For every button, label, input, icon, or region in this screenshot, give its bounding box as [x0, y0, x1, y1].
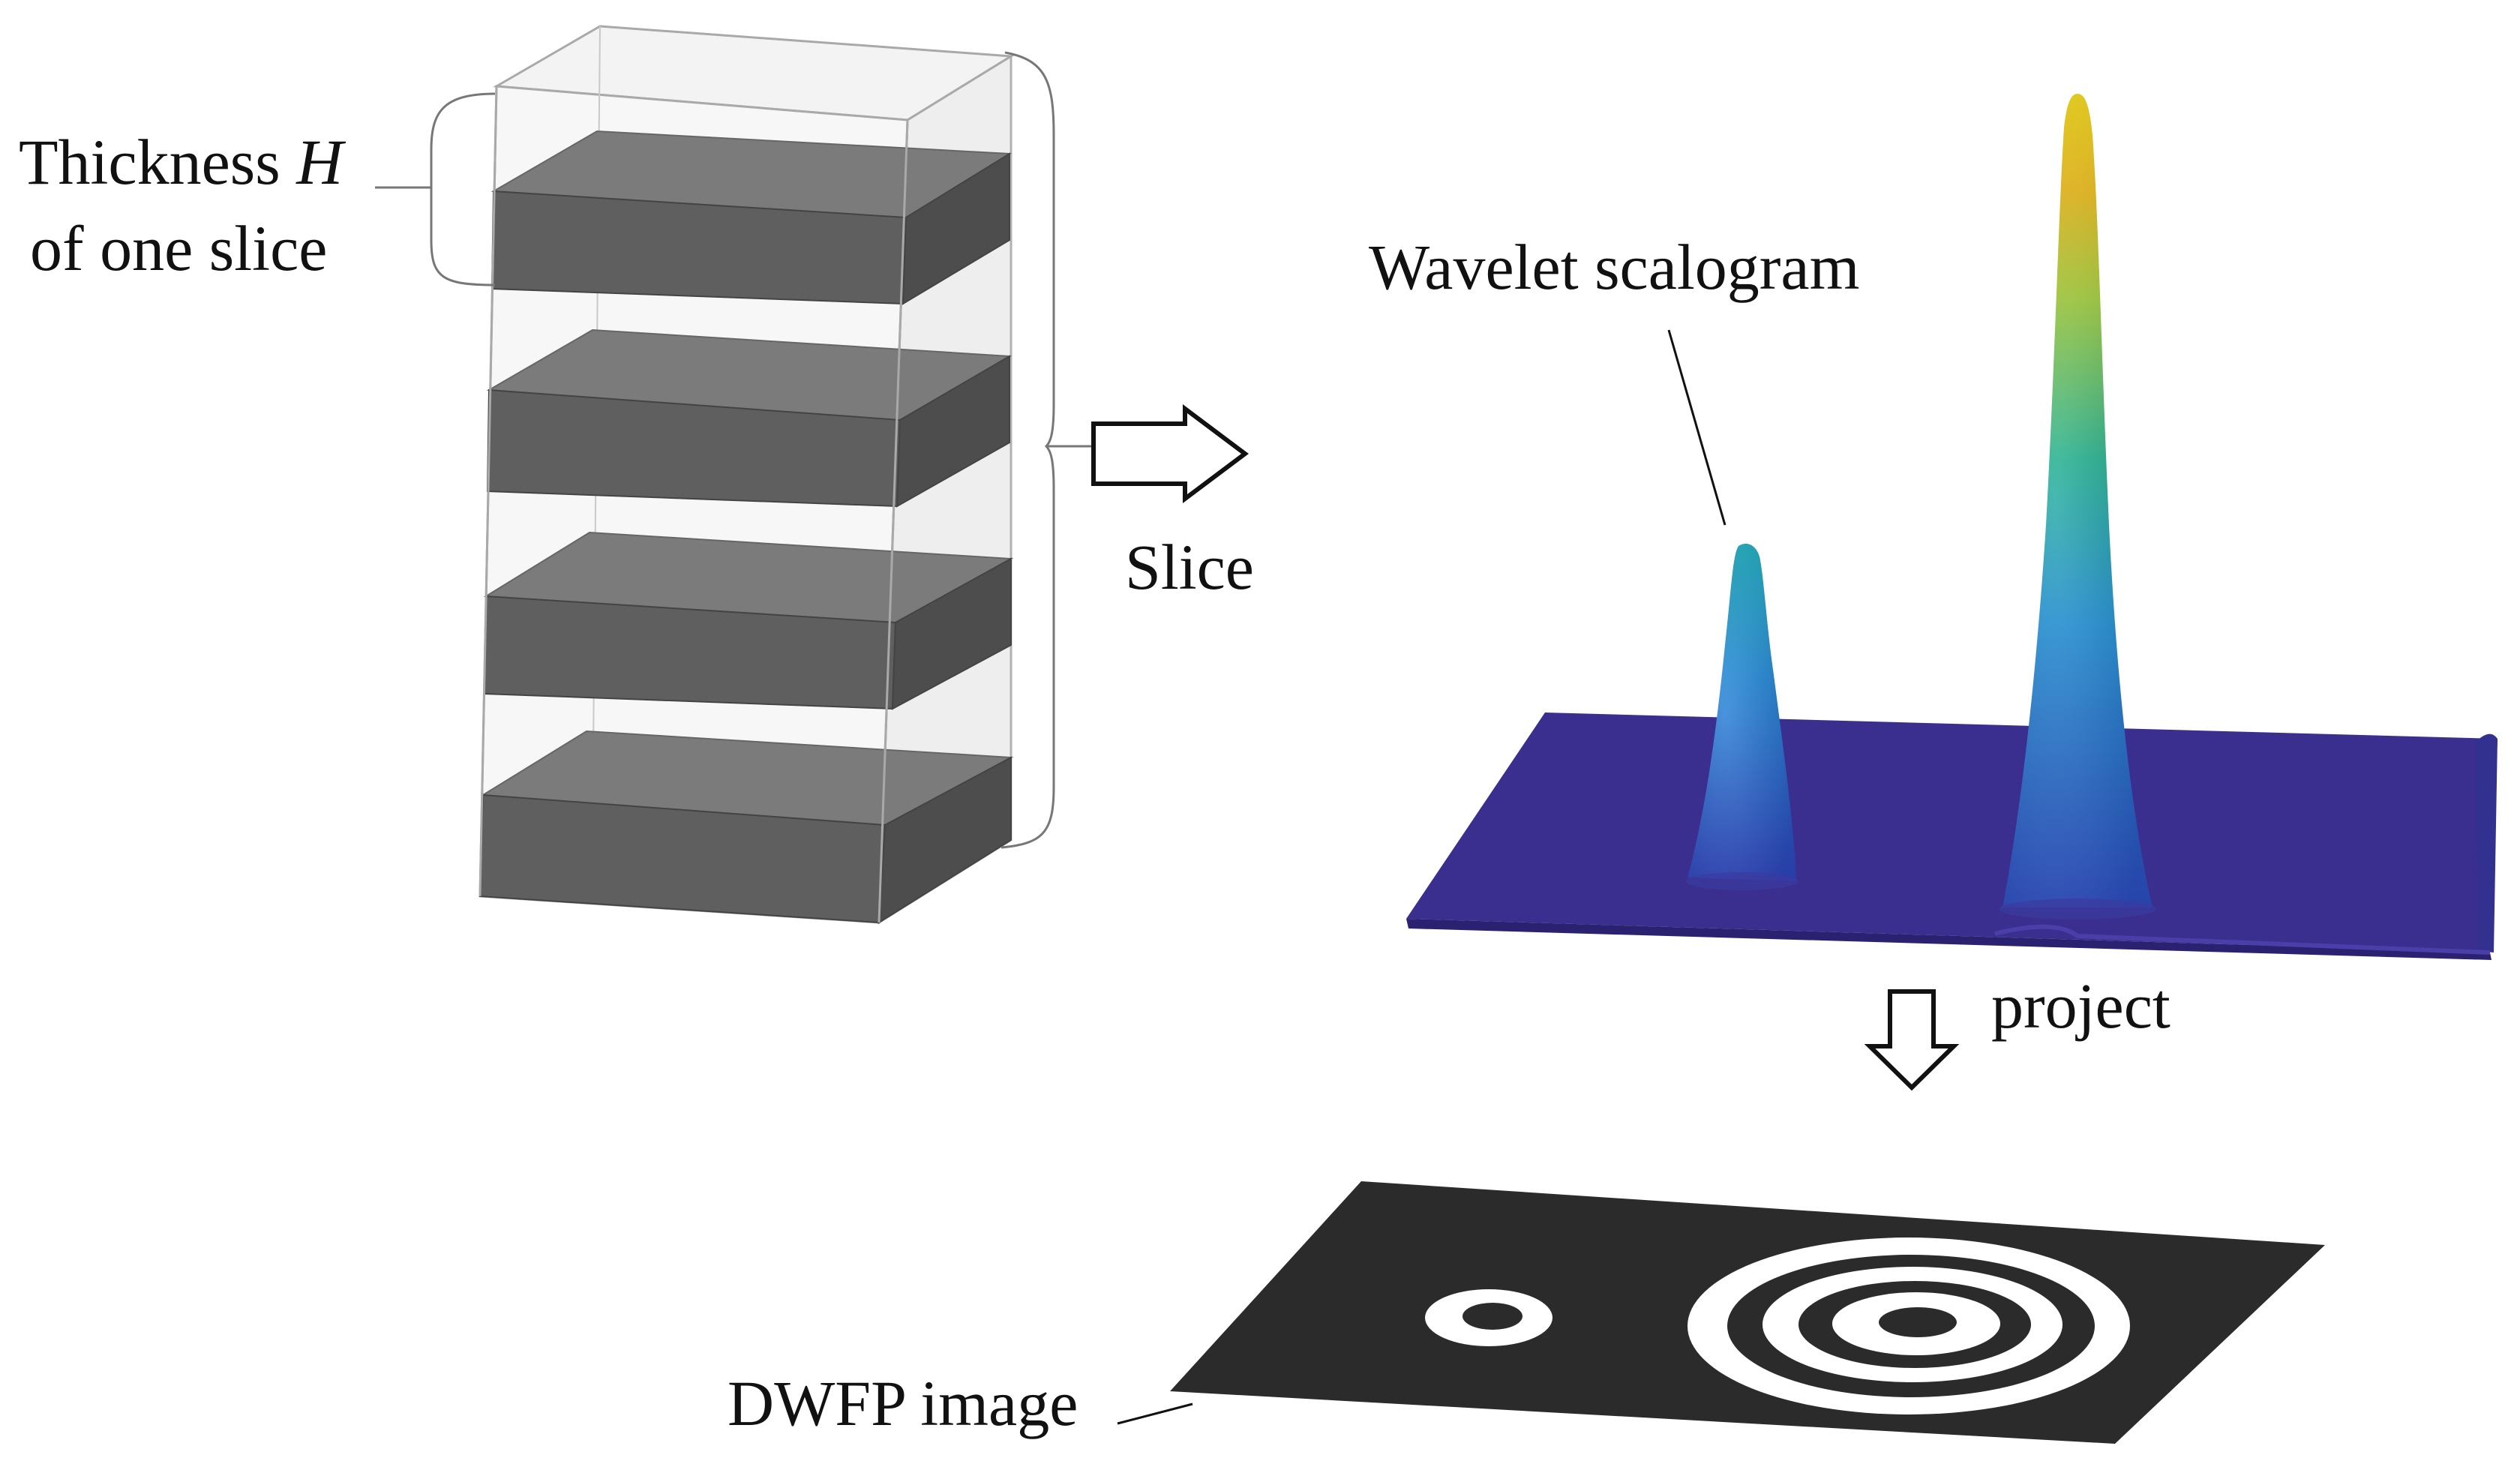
slice-label: Slice — [1125, 531, 1254, 603]
thickness-label-line1: Thickness H — [19, 126, 346, 198]
large-ring-center — [1879, 1307, 1957, 1337]
project-label: project — [1991, 970, 2170, 1042]
dwfp-image — [1170, 1181, 2325, 1444]
scalogram-base-plane — [1406, 712, 2498, 952]
thickness-bracket — [430, 92, 496, 286]
slab-3 — [483, 531, 1014, 710]
slab-4 — [478, 730, 1014, 924]
small-peak — [1686, 543, 1798, 890]
wavelet-scalogram-label: Wavelet scalogram — [1369, 231, 1860, 303]
tall-peak — [1999, 94, 2156, 920]
thickness-label-line2: of one slice — [30, 212, 327, 284]
box-front-right-edge — [878, 119, 909, 923]
box-left-edge — [478, 86, 498, 897]
slice-arrow-icon — [1091, 404, 1249, 503]
slice-stack — [478, 25, 1015, 925]
dwfp-image-label: DWFP image — [728, 1367, 1078, 1439]
slab-1 — [490, 130, 1012, 305]
slab-2 — [486, 328, 1012, 508]
small-ring-inner — [1462, 1303, 1522, 1330]
dwfp-leader-line — [1117, 1402, 1193, 1425]
project-arrow-icon — [1864, 989, 1960, 1091]
wavelet-scalogram-surface — [1406, 94, 2498, 960]
wavelet-leader-line — [1667, 329, 1726, 526]
